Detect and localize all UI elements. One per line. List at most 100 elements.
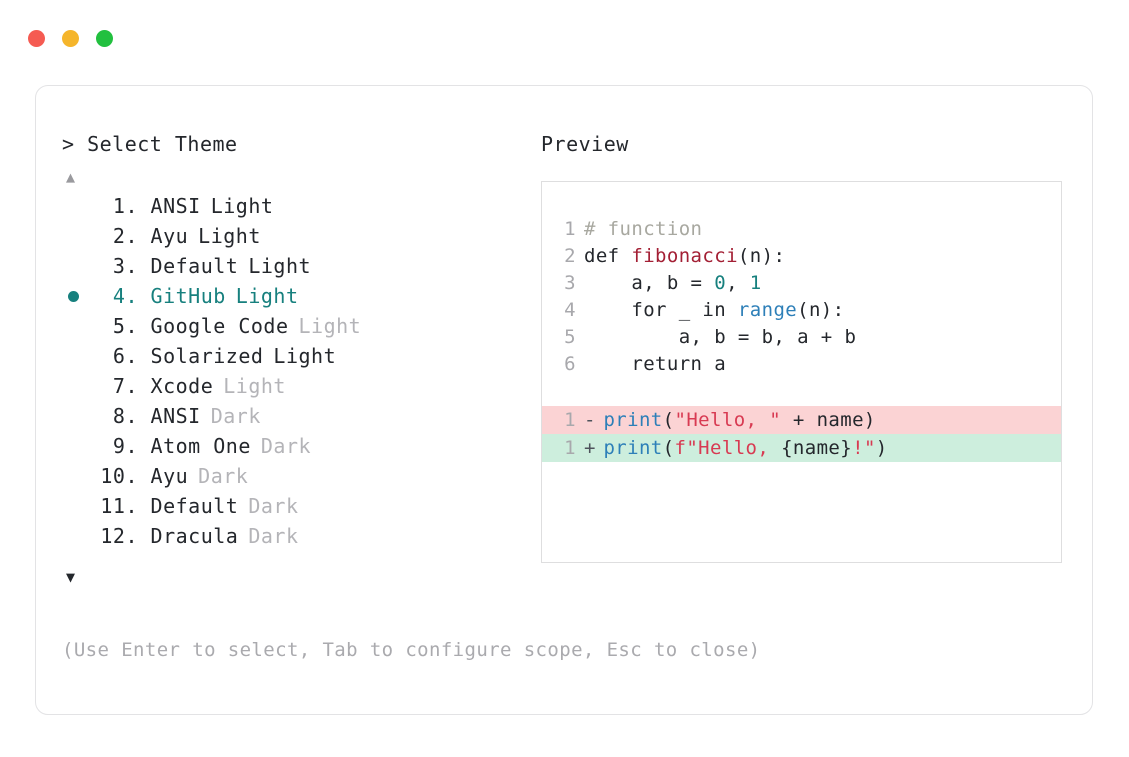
code-line-text: a, b = 0, 1 [584, 272, 762, 294]
line-number: 1 [564, 437, 576, 459]
code-line-text: def fibonacci(n): [584, 245, 785, 267]
theme-list-item[interactable]: 1. ANSI Light [62, 194, 532, 224]
code-line: 1# function [542, 218, 1061, 245]
theme-item-name: Google Code [138, 314, 289, 338]
code-token: print [603, 437, 663, 459]
code-line-text: for _ in range(n): [584, 299, 844, 321]
theme-item-name: Default [138, 254, 239, 278]
code-token: !" [852, 437, 876, 459]
theme-item-index: 4. [112, 284, 138, 308]
selected-bullet-icon [68, 291, 79, 302]
theme-item-index: 11. [100, 494, 138, 518]
theme-item-index: 10. [100, 464, 138, 488]
code-token: print [603, 409, 663, 431]
theme-item-index: 7. [112, 374, 138, 398]
diff-line-text: print("Hello, " + name) [603, 409, 875, 431]
theme-item-name: Ayu [138, 464, 189, 488]
theme-item-name: Dracula [138, 524, 239, 548]
theme-item-index: 8. [112, 404, 138, 428]
page-title: > Select Theme [62, 132, 238, 156]
scroll-down-icon[interactable]: ▼ [66, 568, 76, 586]
maximize-button-dot[interactable] [96, 30, 113, 47]
code-token: ) [875, 437, 888, 459]
theme-item-variant: Light [210, 194, 274, 218]
theme-list-item[interactable]: 10. Ayu Dark [62, 464, 532, 494]
diff-block: 1-print("Hello, " + name)1+print(f"Hello… [542, 406, 1061, 462]
line-number: 5 [564, 326, 576, 348]
code-token: ( [662, 409, 675, 431]
code-line: 4 for _ in range(n): [542, 299, 1061, 326]
preview-title: Preview [541, 132, 629, 156]
close-button-dot[interactable] [28, 30, 45, 47]
theme-list-item[interactable]: 3. Default Light [62, 254, 532, 284]
code-token: 1 [749, 272, 762, 294]
keyboard-hint: (Use Enter to select, Tab to configure s… [62, 639, 761, 661]
theme-item-index: 3. [112, 254, 138, 278]
theme-item-variant: Dark [198, 464, 249, 488]
code-token: for _ in [584, 299, 738, 321]
code-token: ( [662, 437, 675, 459]
theme-list-item[interactable]: 7. Xcode Light [62, 374, 532, 404]
theme-item-index: 2. [112, 224, 138, 248]
minimize-button-dot[interactable] [62, 30, 79, 47]
theme-item-name: Ayu [138, 224, 189, 248]
diff-line: 1 + print(f"Hello, {name}!") [542, 434, 1061, 462]
theme-item-variant: Light [248, 254, 312, 278]
theme-item-name: Solarized [138, 344, 264, 368]
theme-item-name: Default [138, 494, 239, 518]
code-token: (n): [737, 245, 786, 267]
code-token: fibonacci [631, 245, 738, 267]
theme-item-variant: Light [223, 374, 286, 398]
code-line-text: # function [584, 218, 702, 240]
code-line: 3 a, b = 0, 1 [542, 272, 1061, 299]
diff-line-text: print(f"Hello, {name}!") [603, 437, 887, 459]
code-token: + name) [781, 409, 876, 431]
theme-item-variant: Dark [210, 404, 261, 428]
theme-list-item[interactable]: 6. Solarized Light [62, 344, 532, 374]
theme-item-variant: Dark [248, 494, 299, 518]
line-number: 3 [564, 272, 576, 294]
code-token: "Hello, " [674, 409, 782, 431]
theme-list-item[interactable]: 11. Default Dark [62, 494, 532, 524]
code-token: 0 [714, 272, 727, 294]
line-number: 4 [564, 299, 576, 321]
code-token: range [737, 299, 798, 321]
code-token: def [584, 245, 632, 267]
code-spacer [542, 380, 1061, 406]
theme-item-index: 5. [112, 314, 138, 338]
theme-item-index: 6. [112, 344, 138, 368]
theme-list-item[interactable]: 8. ANSI Dark [62, 404, 532, 434]
line-number: 6 [564, 353, 576, 375]
line-number: 1 [564, 409, 576, 431]
code-token: {name} [781, 437, 853, 459]
theme-item-variant: Light [273, 344, 337, 368]
diff-line: 1-print("Hello, " + name) [542, 406, 1061, 434]
code-token: a, b = b, a + b [584, 326, 857, 348]
theme-item-variant: Dark [260, 434, 312, 458]
diff-sign: - [584, 409, 596, 431]
theme-item-index: 12. [100, 524, 138, 548]
window-controls [28, 30, 113, 47]
theme-list-item[interactable]: 5. Google Code Light [62, 314, 532, 344]
code-line: 5 a, b = b, a + b [542, 326, 1061, 353]
theme-item-variant: Light [298, 314, 362, 338]
scroll-up-icon[interactable]: ▲ [66, 168, 76, 186]
diff-sign: + [584, 437, 596, 459]
code-token: # function [584, 218, 703, 240]
code-token: , [726, 272, 750, 294]
code-token: a, b = [584, 272, 715, 294]
theme-item-variant: Light [235, 284, 299, 308]
theme-item-name: Atom One [138, 434, 251, 458]
theme-item-index: 1. [112, 194, 138, 218]
theme-item-name: ANSI [138, 194, 201, 218]
theme-item-name: ANSI [138, 404, 201, 428]
theme-item-name: Xcode [138, 374, 214, 398]
